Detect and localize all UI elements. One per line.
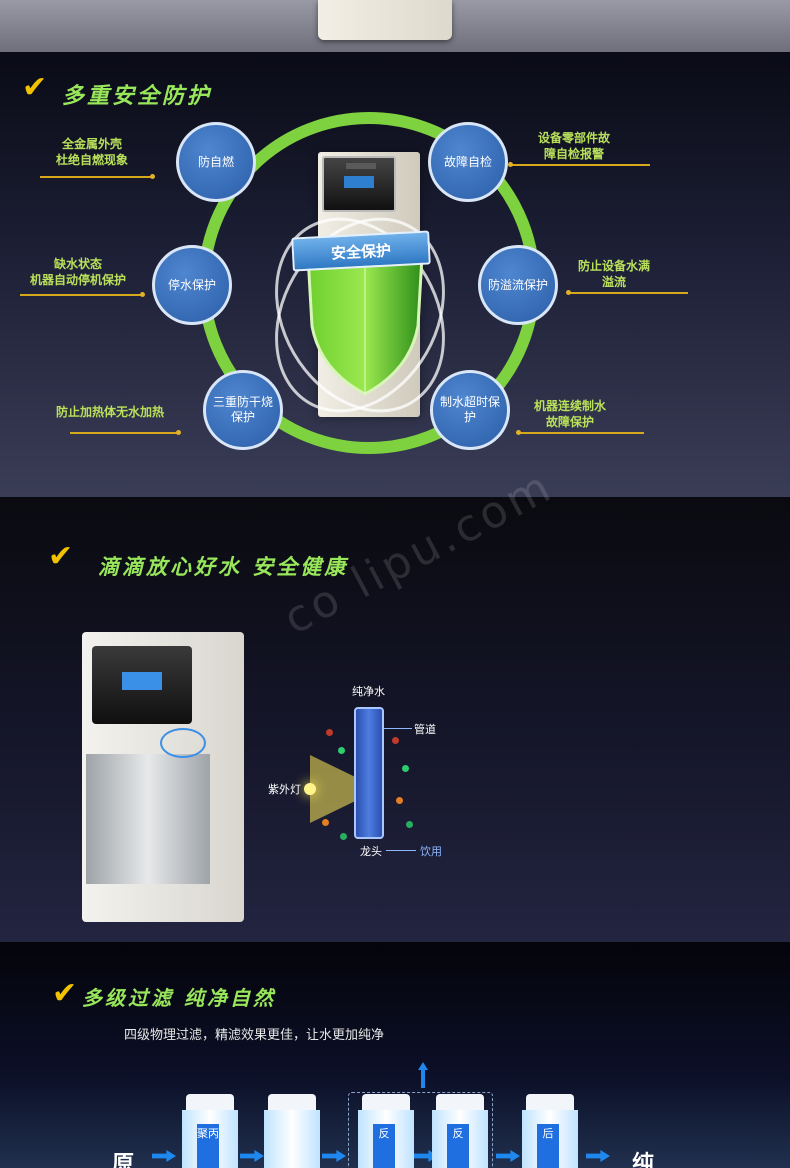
shield-label: 安全保护 [291, 230, 431, 272]
label-faucet: 龙头 [360, 845, 382, 858]
control-panel [322, 156, 396, 212]
label-line: 故障保护 [546, 415, 595, 429]
leader-dot [176, 430, 181, 435]
filter-body [264, 1110, 320, 1168]
filter-label: 反 [373, 1124, 395, 1168]
display-screen [122, 672, 162, 690]
filter-cap [436, 1094, 484, 1110]
germ-icon [396, 797, 403, 804]
leader-dot [516, 430, 521, 435]
flow-arrow-icon [322, 1150, 346, 1162]
germ-icon [340, 833, 347, 840]
display-screen [344, 176, 374, 188]
section-title: 多级过滤 纯净自然 [82, 986, 276, 1010]
leader-line [40, 176, 152, 178]
safety-section: ✔ 多重安全防护 安全保护 防自燃 故障自检 [0, 52, 790, 497]
filter-stage-5: 后 [522, 1094, 578, 1168]
leader-dot [150, 174, 155, 179]
node-self-check: 故障自检 [428, 122, 508, 202]
filter-label: 后 [537, 1124, 559, 1168]
germ-icon [406, 821, 413, 828]
flow-arrow-icon [496, 1150, 520, 1162]
label-fault-alarm: 设备零部件故 障自检报警 [538, 130, 610, 162]
node-timeout: 制水超时保护 [430, 370, 510, 450]
uv-section: ✔ 滴滴放心好水 安全健康 co lipu.com 纯净水 管道 紫外灯 龙头 [0, 460, 790, 986]
label-line: 缺水状态 [54, 257, 103, 271]
faucet-highlight [160, 728, 206, 758]
node-dry-burn: 三重防干烧保护 [203, 370, 283, 450]
filter-label: 聚丙 [197, 1124, 219, 1168]
leader-line [70, 432, 178, 434]
product-base-image [318, 0, 452, 40]
filter-label: 反 [447, 1124, 469, 1168]
label-overflow: 防止设备水满 溢流 [578, 258, 650, 290]
uv-lamp-icon [304, 783, 316, 795]
label-metal-shell: 全金属外壳 杜绝自燃现象 [56, 136, 128, 168]
top-strip [0, 0, 790, 52]
germ-icon [322, 819, 329, 826]
control-panel [92, 646, 192, 724]
product-image [82, 632, 244, 986]
section-title: 滴滴放心好水 安全健康 [98, 554, 349, 579]
node-overflow: 防溢流保护 [478, 245, 558, 325]
filter-stage-1: 聚丙 [182, 1094, 238, 1168]
label-dry-heat: 防止加热体无水加热 [56, 405, 165, 419]
label-line: 全金属外壳 [62, 137, 123, 151]
label-timeout: 机器连续制水 故障保护 [534, 398, 606, 430]
label-line: 溢流 [602, 275, 627, 289]
label-line: 杜绝自燃现象 [56, 153, 129, 167]
filtration-section: ✔ 多级过滤 纯净自然 四级物理过滤，精滤效果更佳，让水更加纯净 原 聚丙 反 [0, 942, 790, 1168]
filter-cap [526, 1094, 574, 1110]
label-drink: 饮用 [420, 845, 442, 858]
filter-cap [362, 1094, 410, 1110]
leader-dot [508, 162, 513, 167]
check-icon: ✔ [48, 539, 74, 574]
germ-icon [402, 765, 409, 772]
label-pipe: 管道 [414, 723, 436, 736]
check-icon: ✔ [52, 976, 78, 1011]
label-line: 机器连续制水 [534, 399, 607, 413]
raw-water-label: 原 [112, 1152, 135, 1168]
filter-stage-4: 反 [432, 1094, 488, 1168]
node-anti-combustion: 防自燃 [176, 122, 256, 202]
flow-arrow-icon [240, 1150, 264, 1162]
node-water-outage: 停水保护 [152, 245, 232, 325]
check-icon: ✔ [22, 70, 48, 105]
section-subtitle: 四级物理过滤，精滤效果更佳，让水更加纯净 [124, 1028, 385, 1043]
germ-icon [326, 729, 333, 736]
label-line: 机器自动停机保护 [30, 273, 127, 287]
flow-arrow-icon [152, 1150, 176, 1162]
arrow-up-icon [418, 1062, 428, 1088]
label-pure-water: 纯净水 [352, 685, 385, 698]
label-line: 设备零部件故 [538, 131, 611, 145]
brand-logo [346, 163, 376, 169]
leader-line [20, 294, 142, 296]
germ-icon [392, 737, 399, 744]
pure-water-label: 纯 [632, 1152, 655, 1168]
filter-stage-3: 反 [358, 1094, 414, 1168]
leader-line [386, 850, 416, 851]
section-title: 多重安全防护 [62, 83, 213, 109]
leader-dot [140, 292, 145, 297]
tap-area [86, 754, 210, 986]
label-line: 障自检报警 [544, 147, 605, 161]
leader-line [512, 164, 650, 166]
pipe-diagram [354, 707, 384, 839]
label-water-outage: 缺水状态 机器自动停机保护 [30, 256, 126, 288]
germ-icon [338, 747, 345, 754]
flow-arrow-icon [586, 1150, 610, 1162]
label-line: 防止设备水满 [578, 259, 651, 273]
ro-group-box [348, 1092, 493, 1168]
filter-cap [268, 1094, 316, 1110]
leader-line [520, 432, 644, 434]
leader-dot [566, 290, 571, 295]
leader-line [384, 728, 412, 729]
leader-line [570, 292, 688, 294]
filter-cap [186, 1094, 234, 1110]
label-uv-lamp: 紫外灯 [268, 783, 301, 796]
filter-stage-2 [264, 1094, 320, 1168]
